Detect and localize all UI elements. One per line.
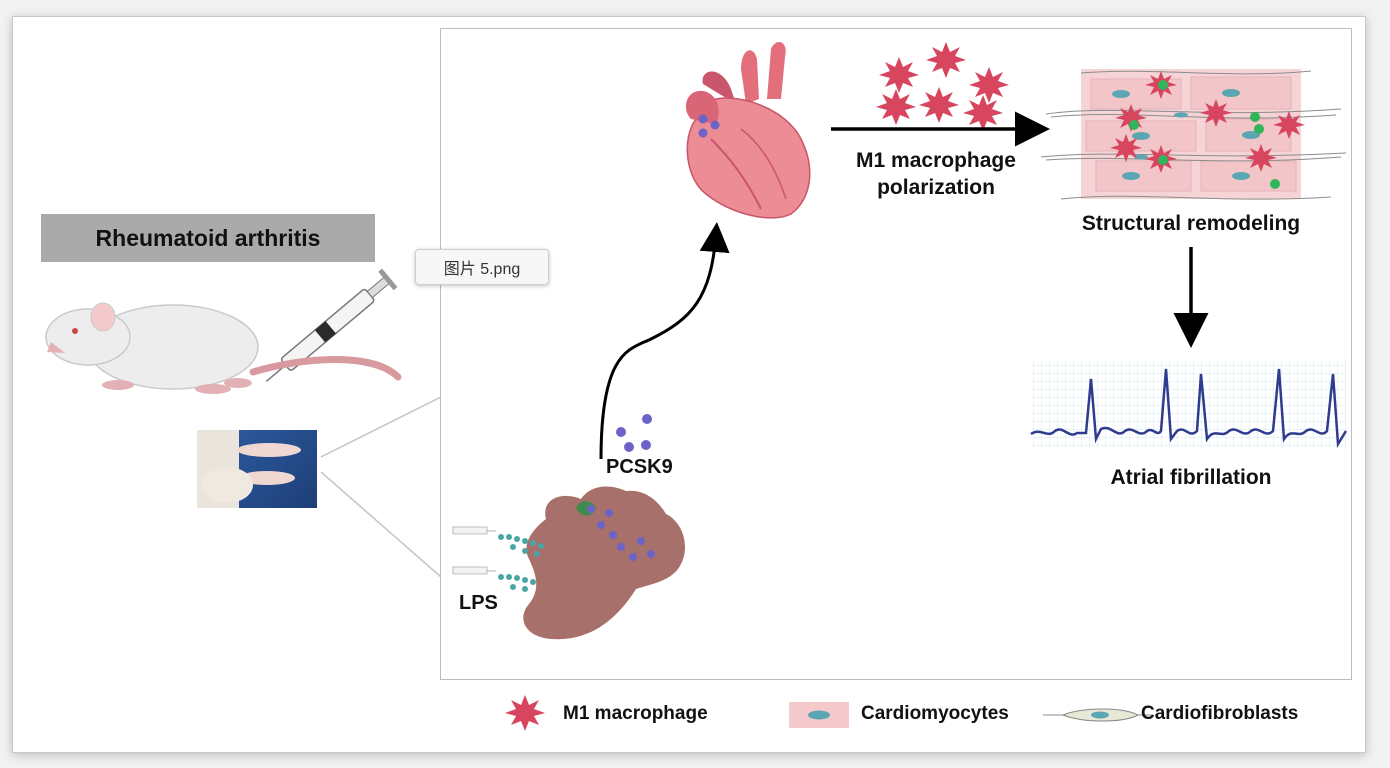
arrow-pcsk9-to-heart [599,222,730,460]
ecg-trace [1030,359,1348,449]
rheumatoid-arthritis-text: Rheumatoid arthritis [95,224,321,251]
mechanism-panel: PCSK9 LPS M1 macrophage polarization Str… [440,28,1352,680]
legend-cardiomyocytes: Cardiomyocytes [861,703,1009,724]
liver-icon [523,486,686,640]
m1-polarization-label: M1 macrophage polarization [821,147,1051,201]
pcsk9-dots [616,414,652,452]
legend-m1-macrophage: M1 macrophage [563,703,708,724]
rat-paw-photo-drawing [197,430,301,508]
m1-polarization-line2: polarization [877,176,995,199]
zoom-line-top [320,396,442,458]
lps-injection-icons [452,526,544,592]
filename-tooltip: 图片 5.png [415,249,549,285]
structural-remodeling-tissue [1040,69,1347,200]
legend-cardiofibroblasts: Cardiofibroblasts [1141,703,1299,724]
zoom-line-bottom [320,471,442,578]
macrophage-cluster [876,42,1009,131]
heart-pcsk9-dots [698,114,720,138]
left-illustrations [45,268,442,578]
rat-icon [45,302,402,394]
legend-cardiofibroblast-icon [1043,708,1151,722]
lps-label: LPS [459,592,498,614]
legend-symbols [505,695,1151,731]
syringe-icon [265,268,398,382]
mechanism-diagram [452,42,1348,640]
filename-text: 图片 5.png [443,261,521,278]
m1-polarization-line1: M1 macrophage [856,149,1016,172]
structural-remodeling-label: Structural remodeling [1081,212,1301,235]
pcsk9-label: PCSK9 [606,456,673,478]
image-viewer-window: Rheumatoid arthritis [12,16,1366,753]
rat-paw-photo [197,430,317,508]
atrial-fibrillation-label: Atrial fibrillation [1110,466,1272,489]
rheumatoid-arthritis-label: Rheumatoid arthritis [41,214,375,262]
legend-cardiomyocyte-icon [789,702,849,728]
legend-macrophage-icon [505,695,545,731]
